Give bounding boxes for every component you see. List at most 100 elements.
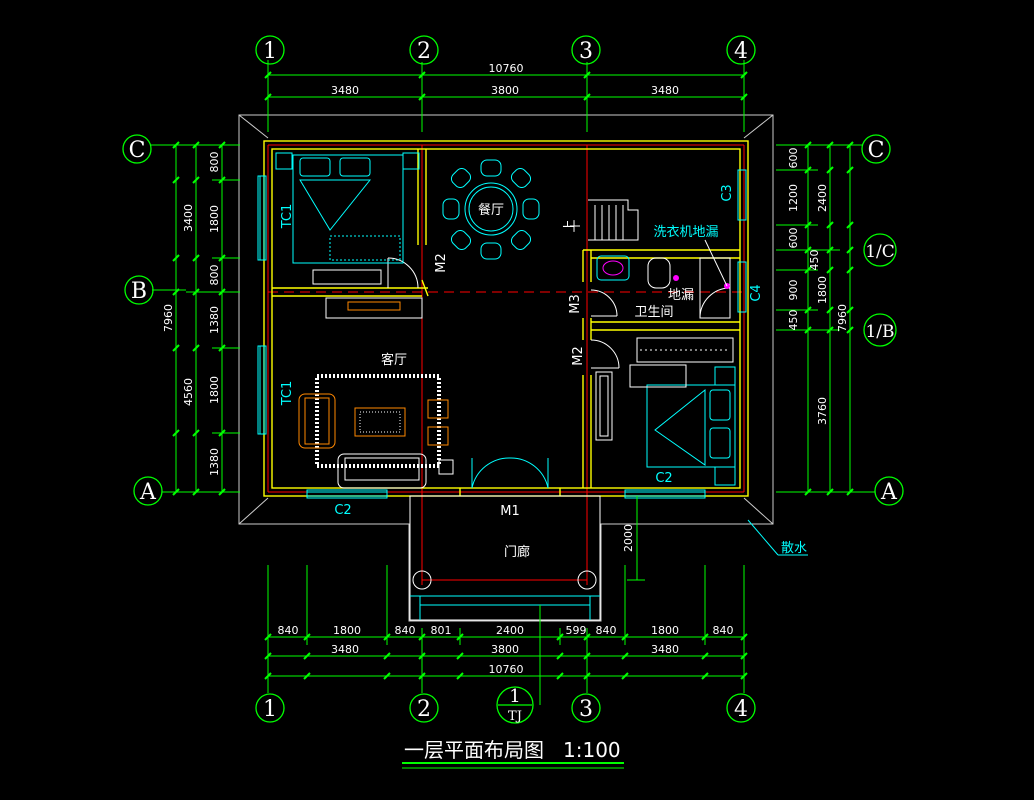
dimension-tick xyxy=(192,141,200,149)
detail-marker-top: 1 xyxy=(509,686,520,707)
window-c2-left xyxy=(306,489,388,499)
dimension-tick xyxy=(418,652,426,660)
dimension-tick xyxy=(218,429,226,437)
dimension-tick xyxy=(456,652,464,660)
dim-bottom-detail-2: 1800 xyxy=(333,624,361,637)
dim-bottom-detail-5: 2400 xyxy=(496,624,524,637)
dim-bottom-detail-9: 840 xyxy=(713,624,734,637)
dim-top-part-3: 3480 xyxy=(651,84,679,97)
room-porch: 门廊 xyxy=(504,544,530,560)
dimension-tick xyxy=(303,633,311,641)
room-dining: 餐厅 xyxy=(478,202,504,218)
dimension-tick xyxy=(621,672,629,680)
dimension-tick xyxy=(846,166,854,174)
axis-label-bottom-3: 3 xyxy=(579,697,593,722)
dimension-tick xyxy=(804,326,812,334)
dimension-tick xyxy=(418,93,426,101)
dim-bottom-detail-6: 599 xyxy=(566,624,587,637)
axis-label-top-4: 4 xyxy=(734,39,748,64)
dim-bottom-detail-7: 840 xyxy=(596,624,617,637)
dim-right-inner-4: 450 xyxy=(808,250,821,271)
tv-cabinet-1 xyxy=(312,269,382,285)
tv-cabinet-living xyxy=(325,297,423,319)
dimension-tick xyxy=(556,652,564,660)
label-window-tc1-a: TC1 xyxy=(280,204,295,230)
dim-bottom-part-2: 3800 xyxy=(491,643,519,656)
dimension-tick xyxy=(846,488,854,496)
dim-right-inner-5: 900 xyxy=(787,280,800,301)
dimension-tick xyxy=(826,246,834,254)
dim-right-inner-3: 600 xyxy=(787,228,800,249)
dimension-tick xyxy=(804,488,812,496)
axis-label-left-a: A xyxy=(139,480,157,505)
porch-column-right xyxy=(577,570,597,590)
label-window-c2-a: C2 xyxy=(334,503,351,518)
desk-2 xyxy=(595,371,613,441)
dimension-tick xyxy=(192,288,200,296)
dimension-lines xyxy=(150,60,875,705)
dim-left-inner-6: 1380 xyxy=(208,448,221,476)
dimension-tick xyxy=(826,326,834,334)
dim-right-mid-1: 2400 xyxy=(816,184,829,212)
label-door-m1: M1 xyxy=(500,504,520,519)
axis-label-bottom-2: 2 xyxy=(417,697,431,722)
dimension-tick xyxy=(583,93,591,101)
axis-label-right-1b: 1/B xyxy=(865,322,894,342)
dimension-tick xyxy=(383,652,391,660)
wardrobe xyxy=(636,337,734,363)
dimension-tick xyxy=(846,266,854,274)
sofa-bottom xyxy=(337,453,427,489)
axis-label-top-2: 2 xyxy=(417,39,431,64)
sofa-left xyxy=(298,393,336,449)
dimension-tick xyxy=(264,652,272,660)
room-living: 客厅 xyxy=(381,352,407,368)
dimension-tick xyxy=(804,266,812,274)
dimension-tick xyxy=(418,71,426,79)
dimension-tick xyxy=(383,633,391,641)
dimension-tick xyxy=(456,633,464,641)
axis-label-left-b: B xyxy=(131,279,147,304)
dimension-tick xyxy=(456,672,464,680)
dim-left-inner-3: 800 xyxy=(208,265,221,286)
dimension-tick xyxy=(264,93,272,101)
dim-right-inner-2: 1200 xyxy=(787,184,800,212)
dimension-tick xyxy=(826,306,834,314)
axis-label-left-c: C xyxy=(129,138,146,163)
label-window-tc1-b: TC1 xyxy=(280,381,295,407)
dimension-tick xyxy=(556,633,564,641)
washer-drain-leader xyxy=(704,239,728,287)
dimension-tick xyxy=(740,652,748,660)
dimension-tick xyxy=(583,652,591,660)
axis-label-bottom-1: 1 xyxy=(263,697,277,722)
dimension-tick xyxy=(192,254,200,262)
dim-top-total: 10760 xyxy=(489,62,524,75)
axis-label-right-1c: 1/C xyxy=(865,242,895,262)
dimension-tick xyxy=(701,633,709,641)
dimension-tick xyxy=(218,288,226,296)
label-window-c3: C3 xyxy=(720,184,735,201)
grid-bubbles xyxy=(122,35,904,724)
dimension-ticks xyxy=(172,71,854,680)
dimension-tick xyxy=(264,633,272,641)
dim-left-inner-2: 1800 xyxy=(208,205,221,233)
dimension-tick xyxy=(621,633,629,641)
dimension-tick xyxy=(218,141,226,149)
dimension-tick xyxy=(804,306,812,314)
dimension-tick xyxy=(418,633,426,641)
dim-top-part-2: 3800 xyxy=(491,84,519,97)
dimension-tick xyxy=(804,221,812,229)
dim-right-inner-1: 600 xyxy=(787,148,800,169)
dimension-tick xyxy=(418,672,426,680)
dimension-tick xyxy=(383,672,391,680)
label-door-m3: M3 xyxy=(568,294,583,314)
dimension-tick xyxy=(218,344,226,352)
dimension-tick xyxy=(846,306,854,314)
furniture xyxy=(275,152,736,489)
dimension-tick xyxy=(826,488,834,496)
dim-bottom-detail-4: 801 xyxy=(431,624,452,637)
drawing-scale: 1:100 xyxy=(563,738,621,762)
dimension-tick xyxy=(701,652,709,660)
label-door-m2-a: M2 xyxy=(434,253,449,273)
dimension-tick xyxy=(583,633,591,641)
